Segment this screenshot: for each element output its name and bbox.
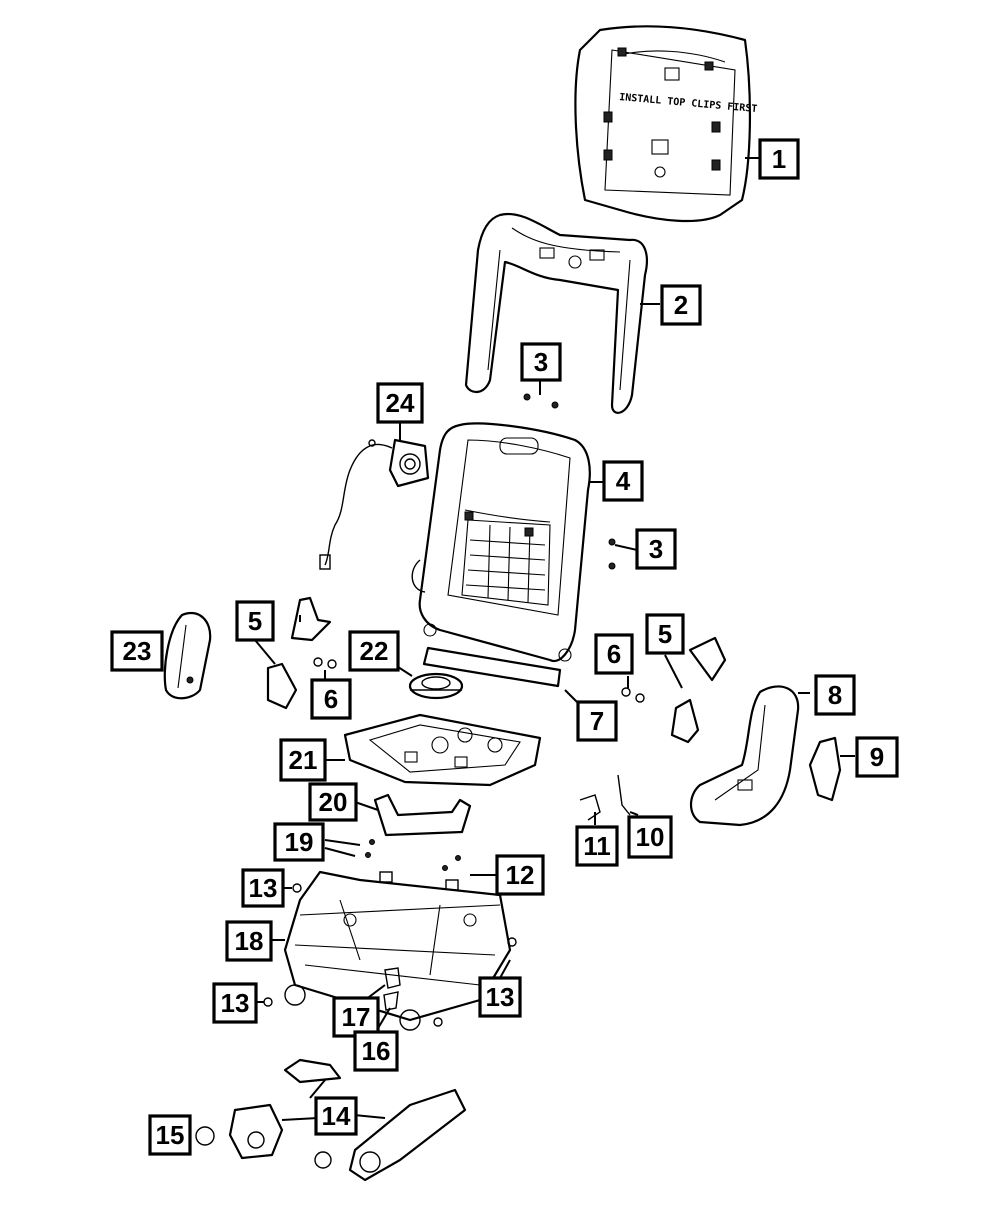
svg-text:6: 6 bbox=[324, 684, 338, 714]
svg-text:20: 20 bbox=[319, 787, 348, 817]
svg-text:24: 24 bbox=[386, 388, 415, 418]
callout-13-left: 13 bbox=[212, 982, 258, 1024]
svg-text:13: 13 bbox=[221, 988, 250, 1018]
svg-text:10: 10 bbox=[636, 822, 665, 852]
callout-3-side: 3 bbox=[635, 528, 677, 570]
svg-text:12: 12 bbox=[506, 860, 535, 890]
callout-6-left: 6 bbox=[310, 678, 352, 720]
svg-text:22: 22 bbox=[360, 636, 389, 666]
svg-text:11: 11 bbox=[583, 831, 611, 861]
callout-12: 12 bbox=[495, 854, 545, 896]
callout-5-left: 5 bbox=[235, 600, 275, 642]
part-mounting-bracket bbox=[373, 793, 472, 837]
callout-10: 10 bbox=[627, 815, 673, 859]
svg-text:19: 19 bbox=[285, 827, 314, 857]
part-back-panel: INSTALL TOP CLIPS FIRST bbox=[574, 25, 758, 223]
part-bracket-left bbox=[266, 596, 332, 710]
callout-15: 15 bbox=[148, 1114, 192, 1156]
callout-19: 19 bbox=[273, 822, 325, 862]
svg-text:4: 4 bbox=[616, 466, 631, 496]
part-lumbar-motor bbox=[319, 438, 430, 570]
part-fasteners-upper bbox=[523, 393, 559, 409]
callouts: 1 2 3 24 4 3 5 5 bbox=[110, 138, 899, 1156]
svg-text:17: 17 bbox=[342, 1002, 371, 1032]
part-cushion-pan bbox=[343, 713, 542, 787]
callout-7: 7 bbox=[576, 700, 618, 742]
svg-text:13: 13 bbox=[249, 873, 278, 903]
callout-21: 21 bbox=[279, 738, 327, 782]
part-caps bbox=[195, 1126, 332, 1169]
svg-text:1: 1 bbox=[772, 144, 786, 174]
callout-11: 11 bbox=[575, 825, 619, 867]
svg-text:21: 21 bbox=[289, 745, 318, 775]
svg-text:6: 6 bbox=[607, 639, 621, 669]
svg-text:5: 5 bbox=[248, 606, 262, 636]
part-trim-cap bbox=[808, 736, 842, 802]
svg-text:7: 7 bbox=[590, 706, 604, 736]
part-seatback-frame bbox=[411, 422, 591, 663]
callout-4: 4 bbox=[602, 460, 644, 502]
part-nuts-left bbox=[313, 657, 337, 669]
part-wire-bracket-11 bbox=[579, 794, 601, 821]
svg-text:14: 14 bbox=[322, 1101, 351, 1131]
callout-22: 22 bbox=[348, 630, 400, 672]
part-fasteners-side bbox=[608, 538, 616, 570]
callout-13-right: 13 bbox=[478, 976, 522, 1018]
callout-2: 2 bbox=[660, 284, 702, 326]
callout-13-top: 13 bbox=[241, 868, 285, 908]
svg-text:18: 18 bbox=[235, 926, 264, 956]
part-seat-adjuster bbox=[283, 870, 512, 1031]
callout-20: 20 bbox=[308, 782, 358, 822]
svg-text:9: 9 bbox=[870, 742, 884, 772]
part-track-cover-right bbox=[348, 1088, 467, 1182]
callout-24: 24 bbox=[376, 382, 424, 424]
part-upper-frame bbox=[464, 212, 648, 414]
callout-6-right: 6 bbox=[594, 633, 634, 675]
part-actuator bbox=[408, 672, 464, 700]
callout-17: 17 bbox=[332, 996, 380, 1038]
part-cross-tube bbox=[422, 646, 562, 688]
callout-5-right: 5 bbox=[645, 613, 685, 655]
part-bracket-right bbox=[670, 636, 727, 744]
callout-3: 3 bbox=[520, 342, 562, 382]
callout-16: 16 bbox=[353, 1030, 399, 1072]
callout-8: 8 bbox=[814, 674, 856, 716]
part-side-shield bbox=[689, 685, 800, 827]
part-nuts-right bbox=[621, 687, 645, 703]
part-wire-bracket-10 bbox=[617, 774, 631, 816]
callout-1: 1 bbox=[758, 138, 800, 180]
part-track-cover-small bbox=[283, 1058, 342, 1084]
svg-text:16: 16 bbox=[362, 1036, 391, 1066]
part-clip-16 bbox=[383, 991, 399, 1011]
callout-9: 9 bbox=[855, 736, 899, 778]
svg-text:23: 23 bbox=[123, 636, 152, 666]
svg-text:15: 15 bbox=[156, 1120, 185, 1150]
svg-text:2: 2 bbox=[674, 290, 688, 320]
svg-text:3: 3 bbox=[649, 534, 663, 564]
callout-18: 18 bbox=[225, 920, 273, 962]
part-screws bbox=[365, 839, 461, 871]
part-track-cover-left bbox=[228, 1103, 284, 1160]
part-clip-17 bbox=[384, 967, 401, 989]
svg-text:13: 13 bbox=[486, 982, 515, 1012]
svg-text:5: 5 bbox=[658, 619, 672, 649]
svg-text:3: 3 bbox=[534, 347, 548, 377]
callout-23: 23 bbox=[110, 630, 164, 672]
part-side-cover bbox=[163, 612, 212, 700]
callout-14: 14 bbox=[314, 1096, 358, 1136]
svg-text:8: 8 bbox=[828, 680, 842, 710]
